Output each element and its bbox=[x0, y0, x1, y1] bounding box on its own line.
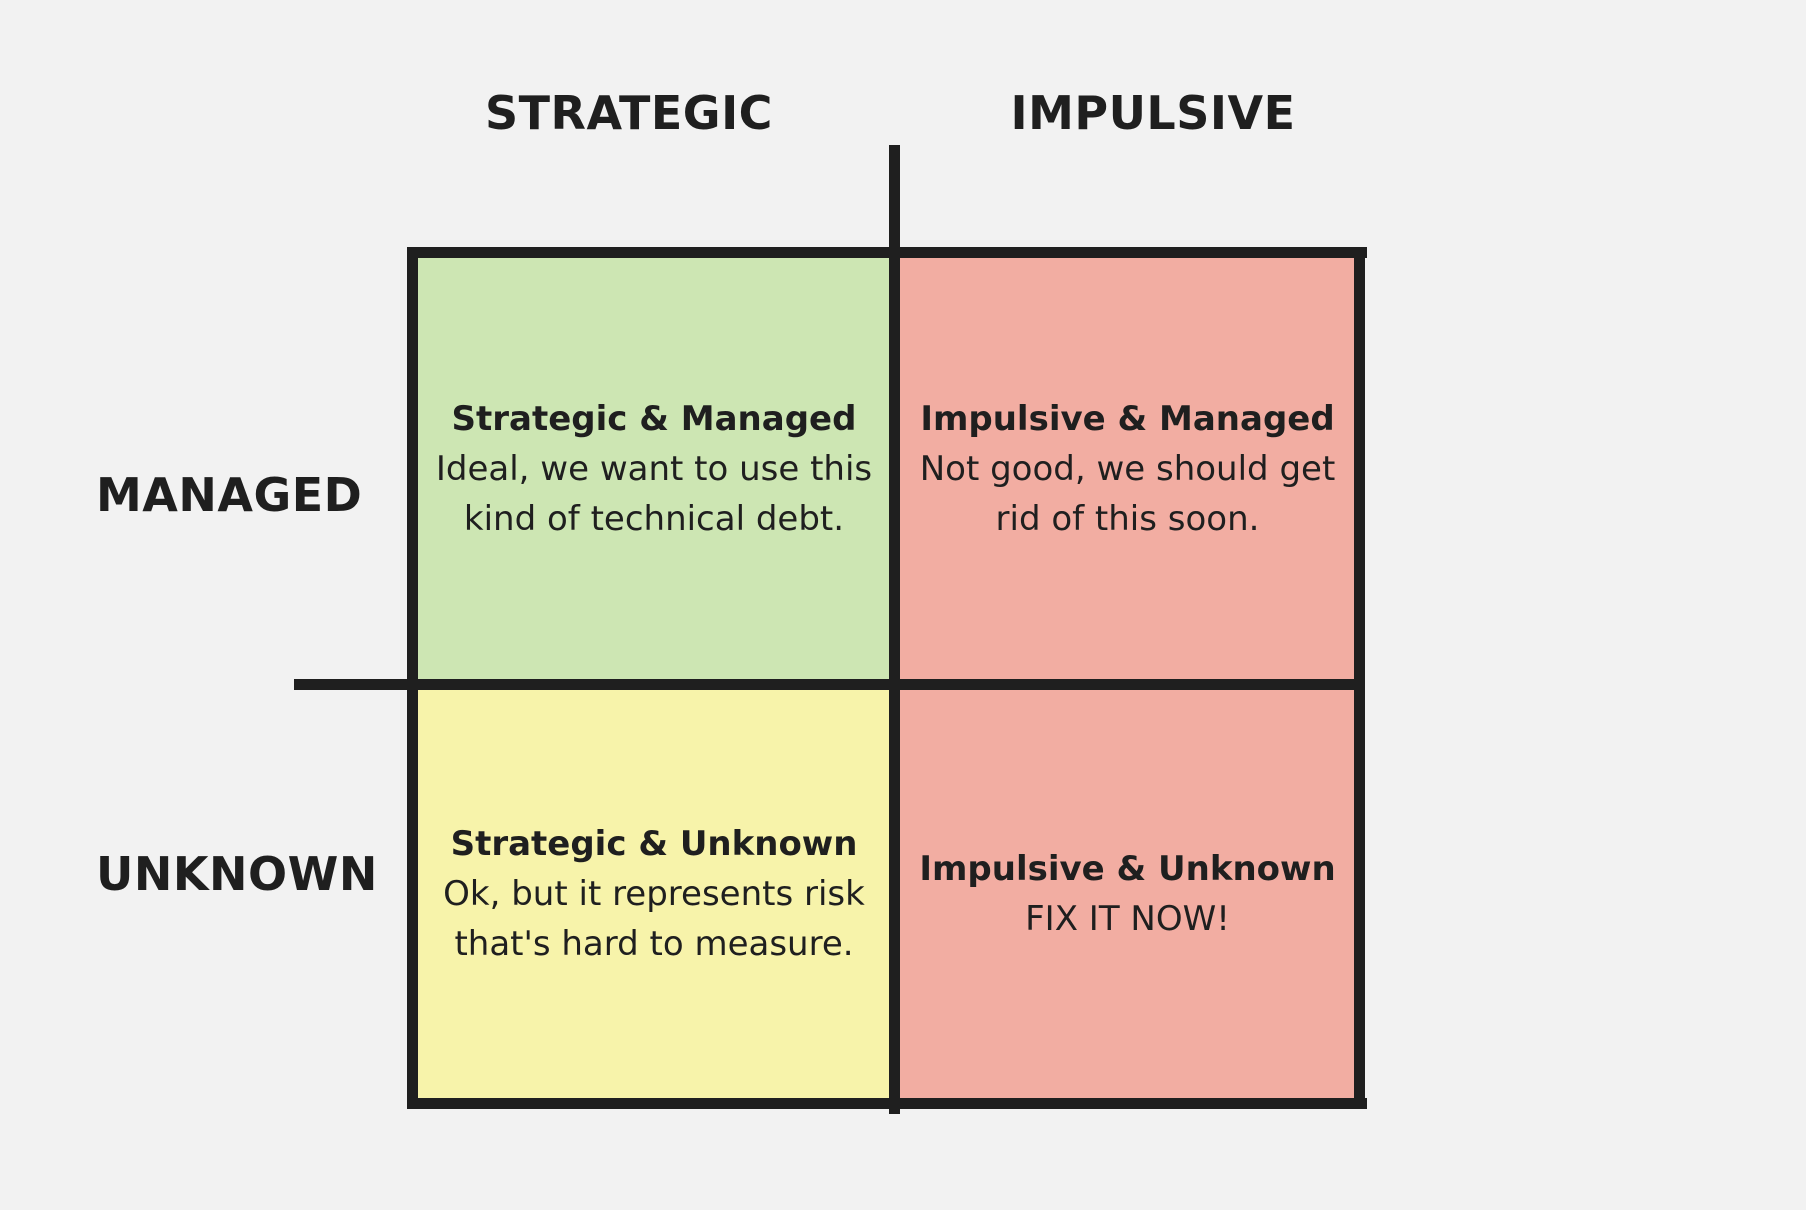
quadrant-description: Ok, but it represents risk that's hard t… bbox=[443, 874, 865, 964]
quadrant-impulsive-unknown: Impulsive & Unknown FIX IT NOW! bbox=[895, 685, 1360, 1103]
quadrant-title: Strategic & Unknown bbox=[450, 824, 858, 864]
grid-left-border bbox=[407, 247, 418, 1109]
quadrant-strategic-managed: Strategic & Managed Ideal, we want to us… bbox=[413, 253, 895, 685]
vertical-axis-divider bbox=[889, 145, 900, 1114]
quadrant-title: Strategic & Managed bbox=[451, 399, 857, 439]
quadrant-title: Impulsive & Managed bbox=[920, 399, 1335, 439]
row-label-managed: MANAGED bbox=[96, 468, 363, 522]
column-label-impulsive: IMPULSIVE bbox=[1010, 86, 1296, 140]
quadrant-description: Not good, we should get rid of this soon… bbox=[919, 449, 1336, 539]
horizontal-axis-divider bbox=[294, 679, 1365, 690]
quadrant-description: FIX IT NOW! bbox=[1025, 899, 1230, 939]
quadrant-description: Ideal, we want to use this kind of techn… bbox=[435, 449, 873, 539]
grid-bottom-border bbox=[407, 1098, 1367, 1109]
grid-right-border bbox=[1354, 247, 1365, 1109]
column-label-strategic: STRATEGIC bbox=[485, 86, 773, 140]
row-label-unknown: UNKNOWN bbox=[96, 847, 378, 901]
quadrant-title: Impulsive & Unknown bbox=[919, 849, 1336, 889]
quadrant-strategic-unknown: Strategic & Unknown Ok, but it represent… bbox=[413, 685, 895, 1103]
quadrant-impulsive-managed: Impulsive & Managed Not good, we should … bbox=[895, 253, 1360, 685]
grid-top-border bbox=[407, 247, 1367, 258]
